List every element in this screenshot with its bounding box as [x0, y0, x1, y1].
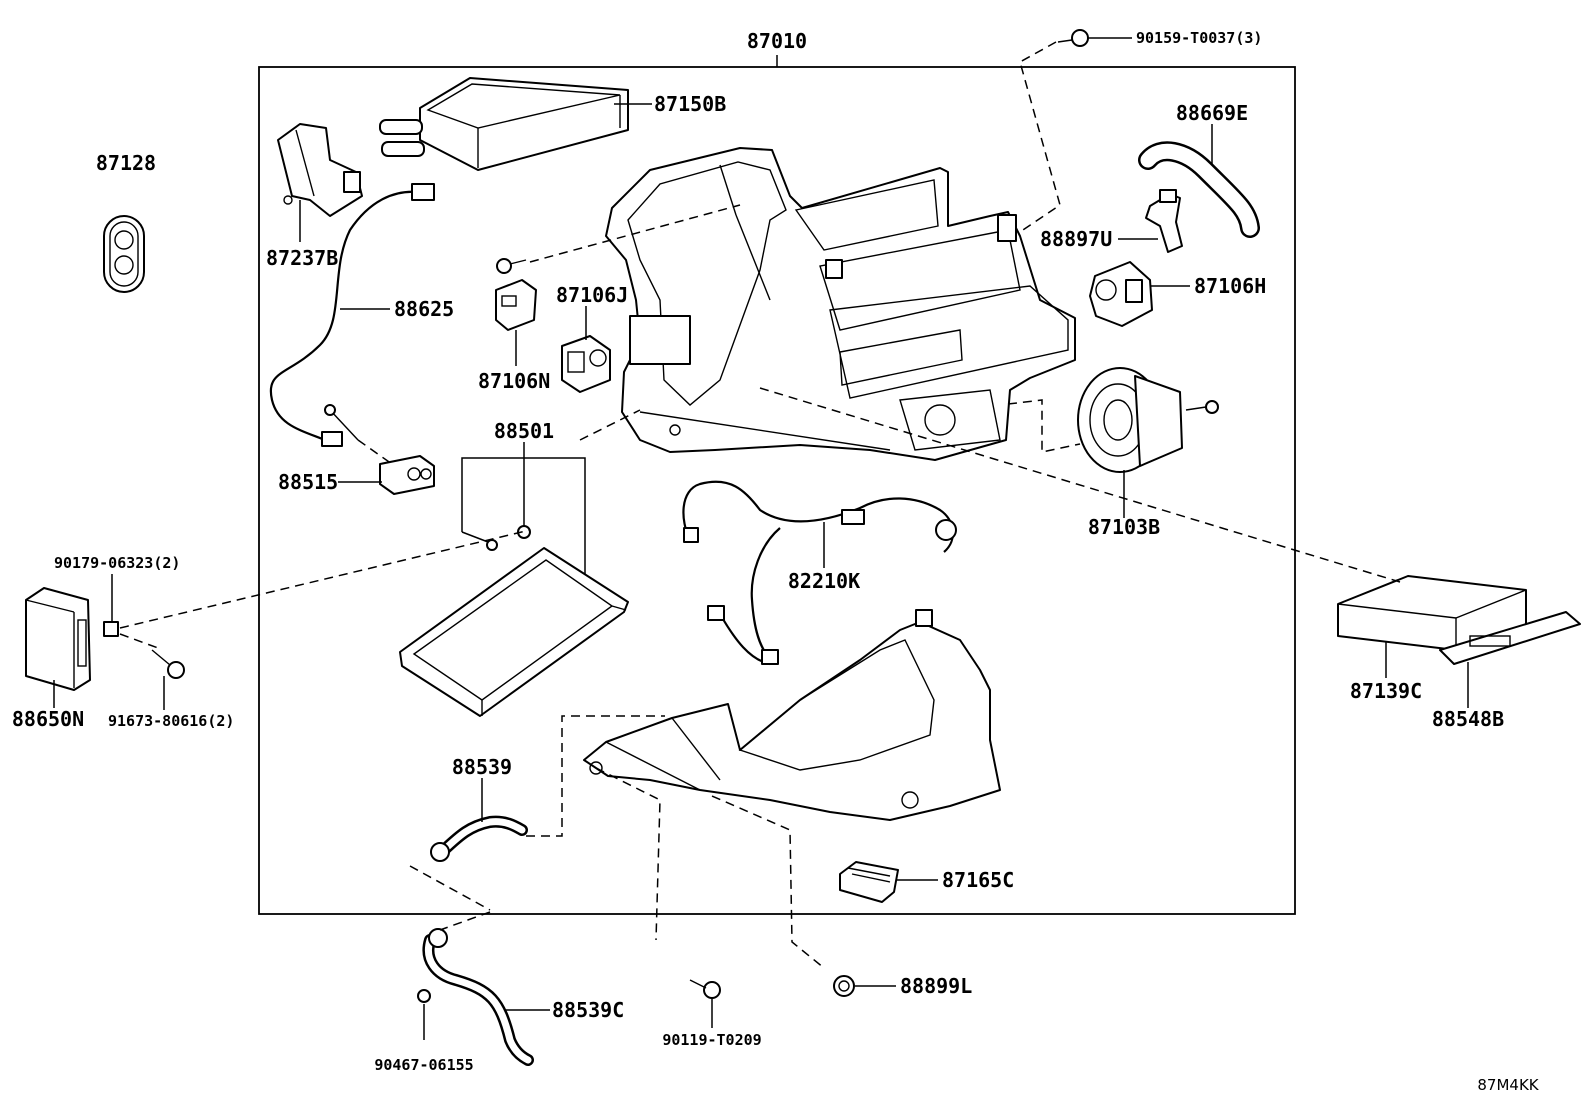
dash-filter: [759, 387, 1401, 583]
label-88548b: 88548B: [1432, 707, 1504, 731]
connector-88515: [324, 404, 435, 495]
resistor-87165c: [839, 861, 899, 903]
label-90467-06155: 90467-06155: [374, 1056, 473, 1074]
label-87139c: 87139C: [1350, 679, 1422, 703]
sensor-wire-88625: [269, 183, 435, 447]
dash-housing-left: [579, 409, 641, 441]
lower-housing: [583, 609, 1001, 821]
label-90179-06323: 90179-06323(2): [54, 554, 180, 572]
dash-88539: [526, 715, 665, 837]
dash-lower-2: [711, 795, 825, 969]
dash-87103b: [1007, 399, 1081, 453]
label-82210k: 82210K: [788, 569, 860, 593]
servo-87106j: [561, 335, 611, 393]
evaporator-88501: [399, 525, 629, 717]
filter-cover-88548b: [1439, 611, 1581, 665]
screw-91673: [151, 649, 185, 679]
label-87165c: 87165C: [942, 868, 1014, 892]
label-88539: 88539: [452, 755, 512, 779]
dash-87106n: [529, 204, 741, 263]
label-88539c: 88539C: [552, 998, 624, 1022]
pipe-88539: [430, 815, 528, 862]
grommet-87128: [103, 215, 145, 293]
label-87103b: 87103B: [1088, 515, 1160, 539]
dash-lower-1: [595, 767, 661, 941]
heater-core-87150b: [379, 77, 629, 171]
label-88669e: 88669E: [1176, 101, 1248, 125]
bolt-90119: [689, 979, 721, 999]
label-87106h: 87106H: [1194, 274, 1266, 298]
servo-87106h: [1089, 261, 1153, 327]
dash-88539c: [439, 911, 491, 931]
dash-90159: [1019, 41, 1061, 233]
screw-90159: [1057, 29, 1089, 47]
blower-motor-87103b: [1077, 367, 1219, 473]
dash-control-unit: [119, 529, 531, 629]
label-87237b: 87237B: [266, 246, 338, 270]
label-87106j: 87106J: [556, 283, 628, 307]
label-87150b: 87150B: [654, 92, 726, 116]
dash-88539-b: [409, 865, 491, 911]
nut-88899l: [833, 975, 855, 997]
label-90159-t0037: 90159-T0037(3): [1136, 29, 1262, 47]
bracket-87237b: [277, 123, 363, 217]
label-87010: 87010: [747, 29, 807, 53]
wire-harness-82210k: [682, 480, 957, 666]
dash-control-unit-2: [119, 633, 159, 649]
label-90119-t0209: 90119-T0209: [662, 1031, 761, 1049]
label-87128: 87128: [96, 151, 156, 175]
clip-90179: [103, 621, 119, 637]
control-unit-88650n: [25, 587, 91, 691]
label-87106n: 87106N: [478, 369, 550, 393]
label-88501: 88501: [494, 419, 554, 443]
dash-88515: [357, 439, 393, 465]
label-88897u: 88897U: [1040, 227, 1112, 251]
label-91673-80616: 91673-80616(2): [108, 712, 234, 730]
label-88650n: 88650N: [12, 707, 84, 731]
hvac-housing-87010: [605, 147, 1076, 461]
reference-code: 87M4KK: [1477, 1076, 1539, 1094]
label-88515: 88515: [278, 470, 338, 494]
label-88899l: 88899L: [900, 974, 972, 998]
pipe-88539c: [417, 928, 534, 1066]
servo-87106n: [495, 258, 537, 331]
label-88625: 88625: [394, 297, 454, 321]
valve-88897u: [1145, 189, 1183, 253]
leader-88501-b: [461, 531, 489, 543]
filter-87139c: [1337, 575, 1527, 651]
hose-88669e: [1138, 141, 1260, 238]
